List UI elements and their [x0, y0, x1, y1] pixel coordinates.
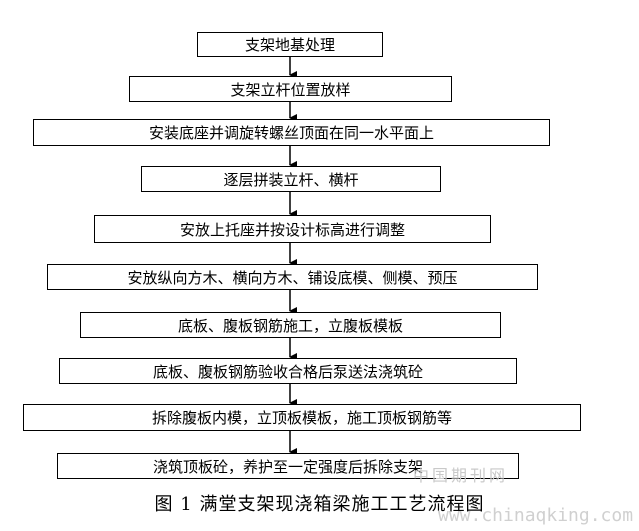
step-8-pump-concrete: 底板、腹板钢筋验收合格后泵送法浇筑砼: [59, 358, 517, 384]
step-3-install-base: 安装底座并调旋转螺丝顶面在同一水平面上: [33, 119, 550, 146]
step-6-timber-formwork-preload: 安放纵向方木、横向方木、铺设底模、侧模、预压: [47, 264, 538, 290]
step-2-pole-layout: 支架立杆位置放样: [129, 76, 452, 102]
watermark-text: 中国期刊网: [413, 466, 509, 485]
step-9-remove-inner-forms: 拆除腹板内模，立顶板模板，施工顶板钢筋等: [23, 404, 581, 431]
step-10-pour-top-slab: 浇筑顶板砼，养护至一定强度后拆除支架: [57, 453, 519, 479]
step-4-assemble-poles: 逐层拼装立杆、横杆: [141, 166, 441, 192]
step-1-foundation-treatment: 支架地基处理: [197, 32, 383, 57]
step-7-rebar-web-formwork: 底板、腹板钢筋施工，立腹板模板: [80, 312, 501, 338]
figure-caption: 图 1 满堂支架现浇箱梁施工工艺流程图: [154, 494, 485, 515]
step-5-top-brackets: 安放上托座并按设计标高进行调整: [94, 215, 491, 243]
watermark-url: www.chinaqking.com: [438, 505, 634, 526]
